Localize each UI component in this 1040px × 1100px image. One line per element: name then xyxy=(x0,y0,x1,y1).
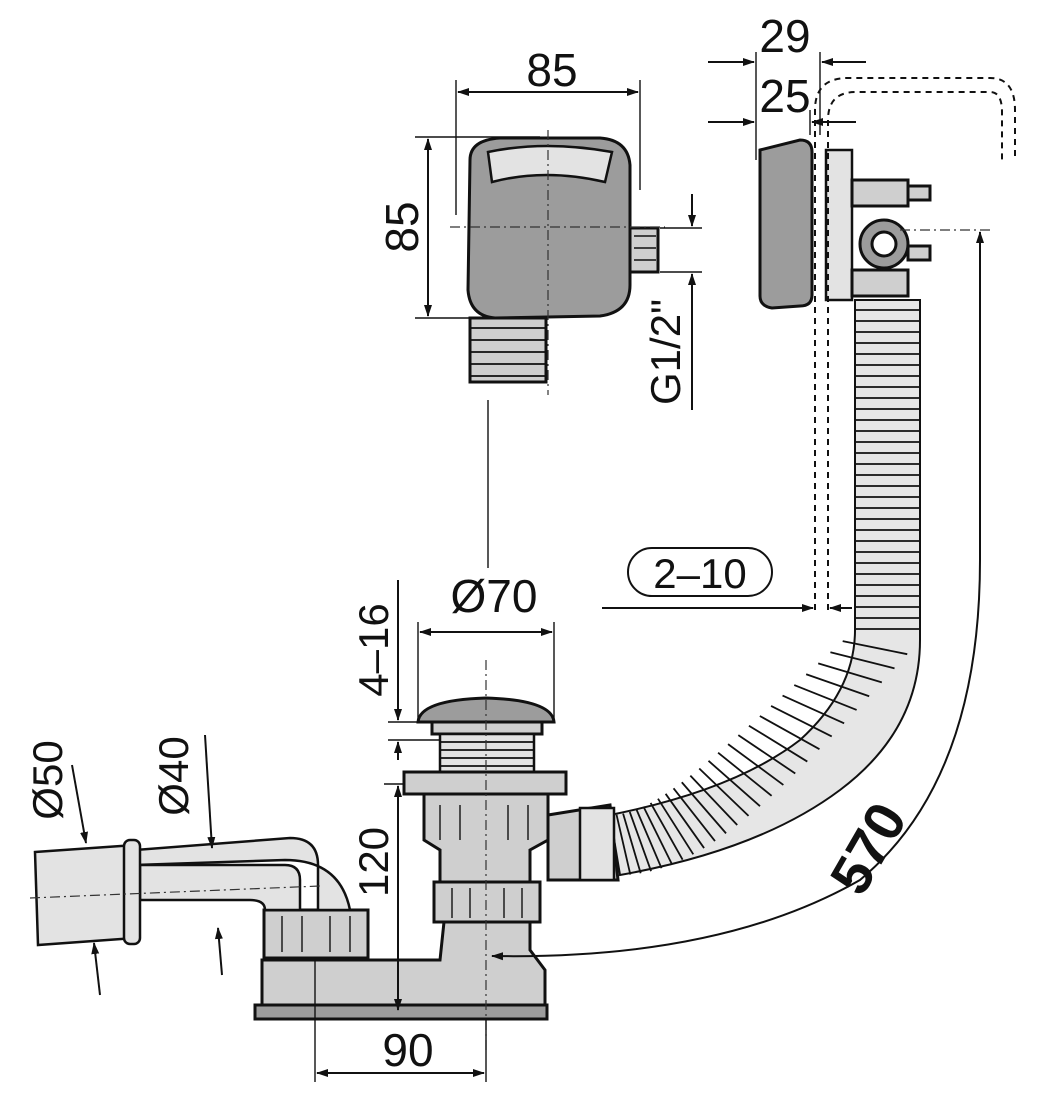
dim-outlet-inner: Ø40 xyxy=(150,734,223,976)
dim-label-wall-thickness: 2–10 xyxy=(653,550,746,597)
dim-label-trap-offset: 90 xyxy=(382,1024,433,1076)
drain-assembly xyxy=(29,660,620,1050)
dim-label-hose-length: 570 xyxy=(817,792,918,904)
overflow-head-side xyxy=(758,138,990,310)
dim-label-overflow-height: 85 xyxy=(376,201,428,252)
dim-label-overflow-width: 85 xyxy=(526,44,577,96)
dim-overflow-height: 85 xyxy=(376,136,540,319)
dim-depth: 29 25 xyxy=(708,10,866,160)
dim-label-depth-outer: 29 xyxy=(759,10,810,62)
dim-label-plug-diameter: Ø70 xyxy=(451,570,538,622)
dim-trap-offset: 90 xyxy=(314,960,487,1082)
dim-label-outlet-outer: Ø50 xyxy=(24,740,71,819)
dim-plug-height: 4–16 xyxy=(350,580,440,760)
bath-wall xyxy=(814,77,1016,610)
dim-label-plug-height: 4–16 xyxy=(350,603,397,696)
overflow-head-front xyxy=(450,130,665,395)
dim-outlet-outer: Ø50 xyxy=(24,740,101,996)
dim-label-depth-inner: 25 xyxy=(759,70,810,122)
dim-label-outlet-inner: Ø40 xyxy=(150,736,197,815)
dim-label-trap-height: 120 xyxy=(350,827,397,897)
dim-trap-height: 120 xyxy=(350,783,404,1011)
dim-label-thread: G1/2" xyxy=(642,299,689,405)
dim-overflow-width: 85 xyxy=(455,44,641,215)
